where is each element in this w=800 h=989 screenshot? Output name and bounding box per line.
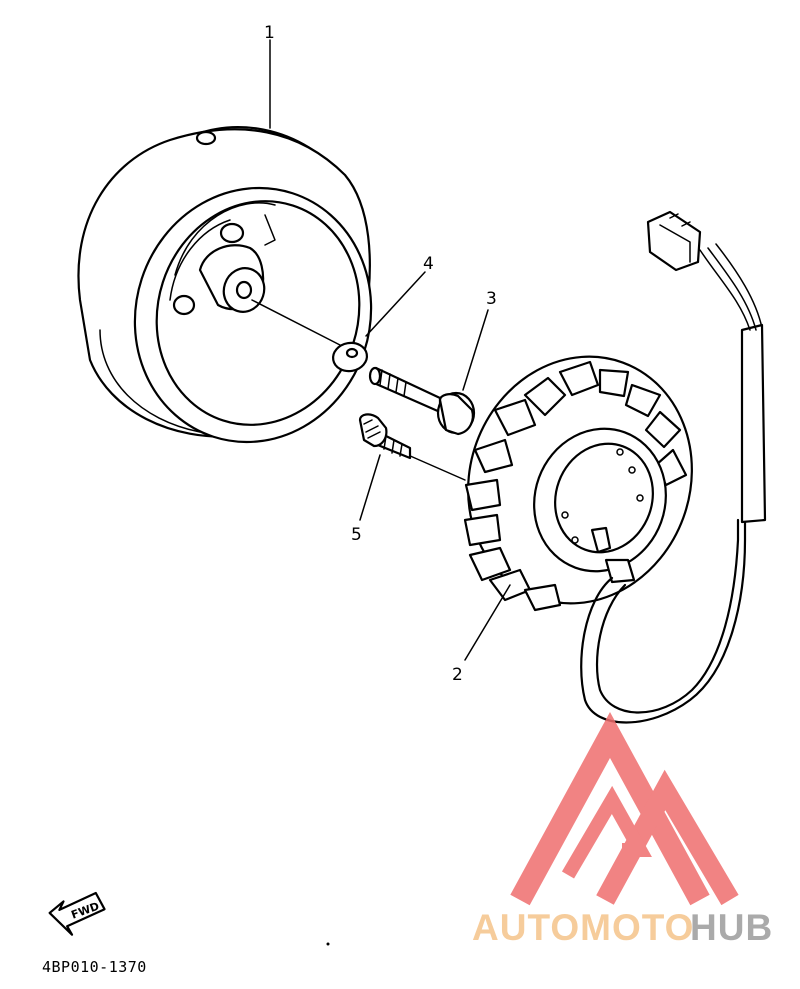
watermark-text-dark: HUB (690, 907, 773, 948)
callout-label-5: 5 (351, 525, 362, 545)
part-code: 4BP010-1370 (42, 958, 147, 976)
callout-leader-3 (462, 309, 489, 391)
stray-dot (326, 942, 330, 946)
watermark-logo: AUTOMOTO HUB (472, 712, 773, 948)
assembly-axis-line-2 (407, 454, 466, 481)
stator-coils (463, 360, 688, 612)
callout-leader-2 (464, 584, 511, 661)
rotor-part (77, 126, 373, 444)
callout-label-3: 3 (486, 289, 497, 309)
callout-leader-4 (365, 271, 426, 337)
callout-label-2: 2 (452, 665, 463, 685)
callout-label-1: 1 (264, 23, 275, 43)
callout-leader-5 (359, 454, 381, 521)
screw-part (358, 413, 412, 460)
fwd-arrow-icon: FWD (48, 891, 106, 936)
washer-part (331, 341, 369, 373)
bolt-part (368, 366, 476, 436)
watermark-text-orange: AUTOMOTO (472, 907, 694, 948)
stator-part (463, 210, 767, 724)
callout-label-4: 4 (423, 254, 434, 274)
assembly-axis-line (251, 299, 341, 346)
